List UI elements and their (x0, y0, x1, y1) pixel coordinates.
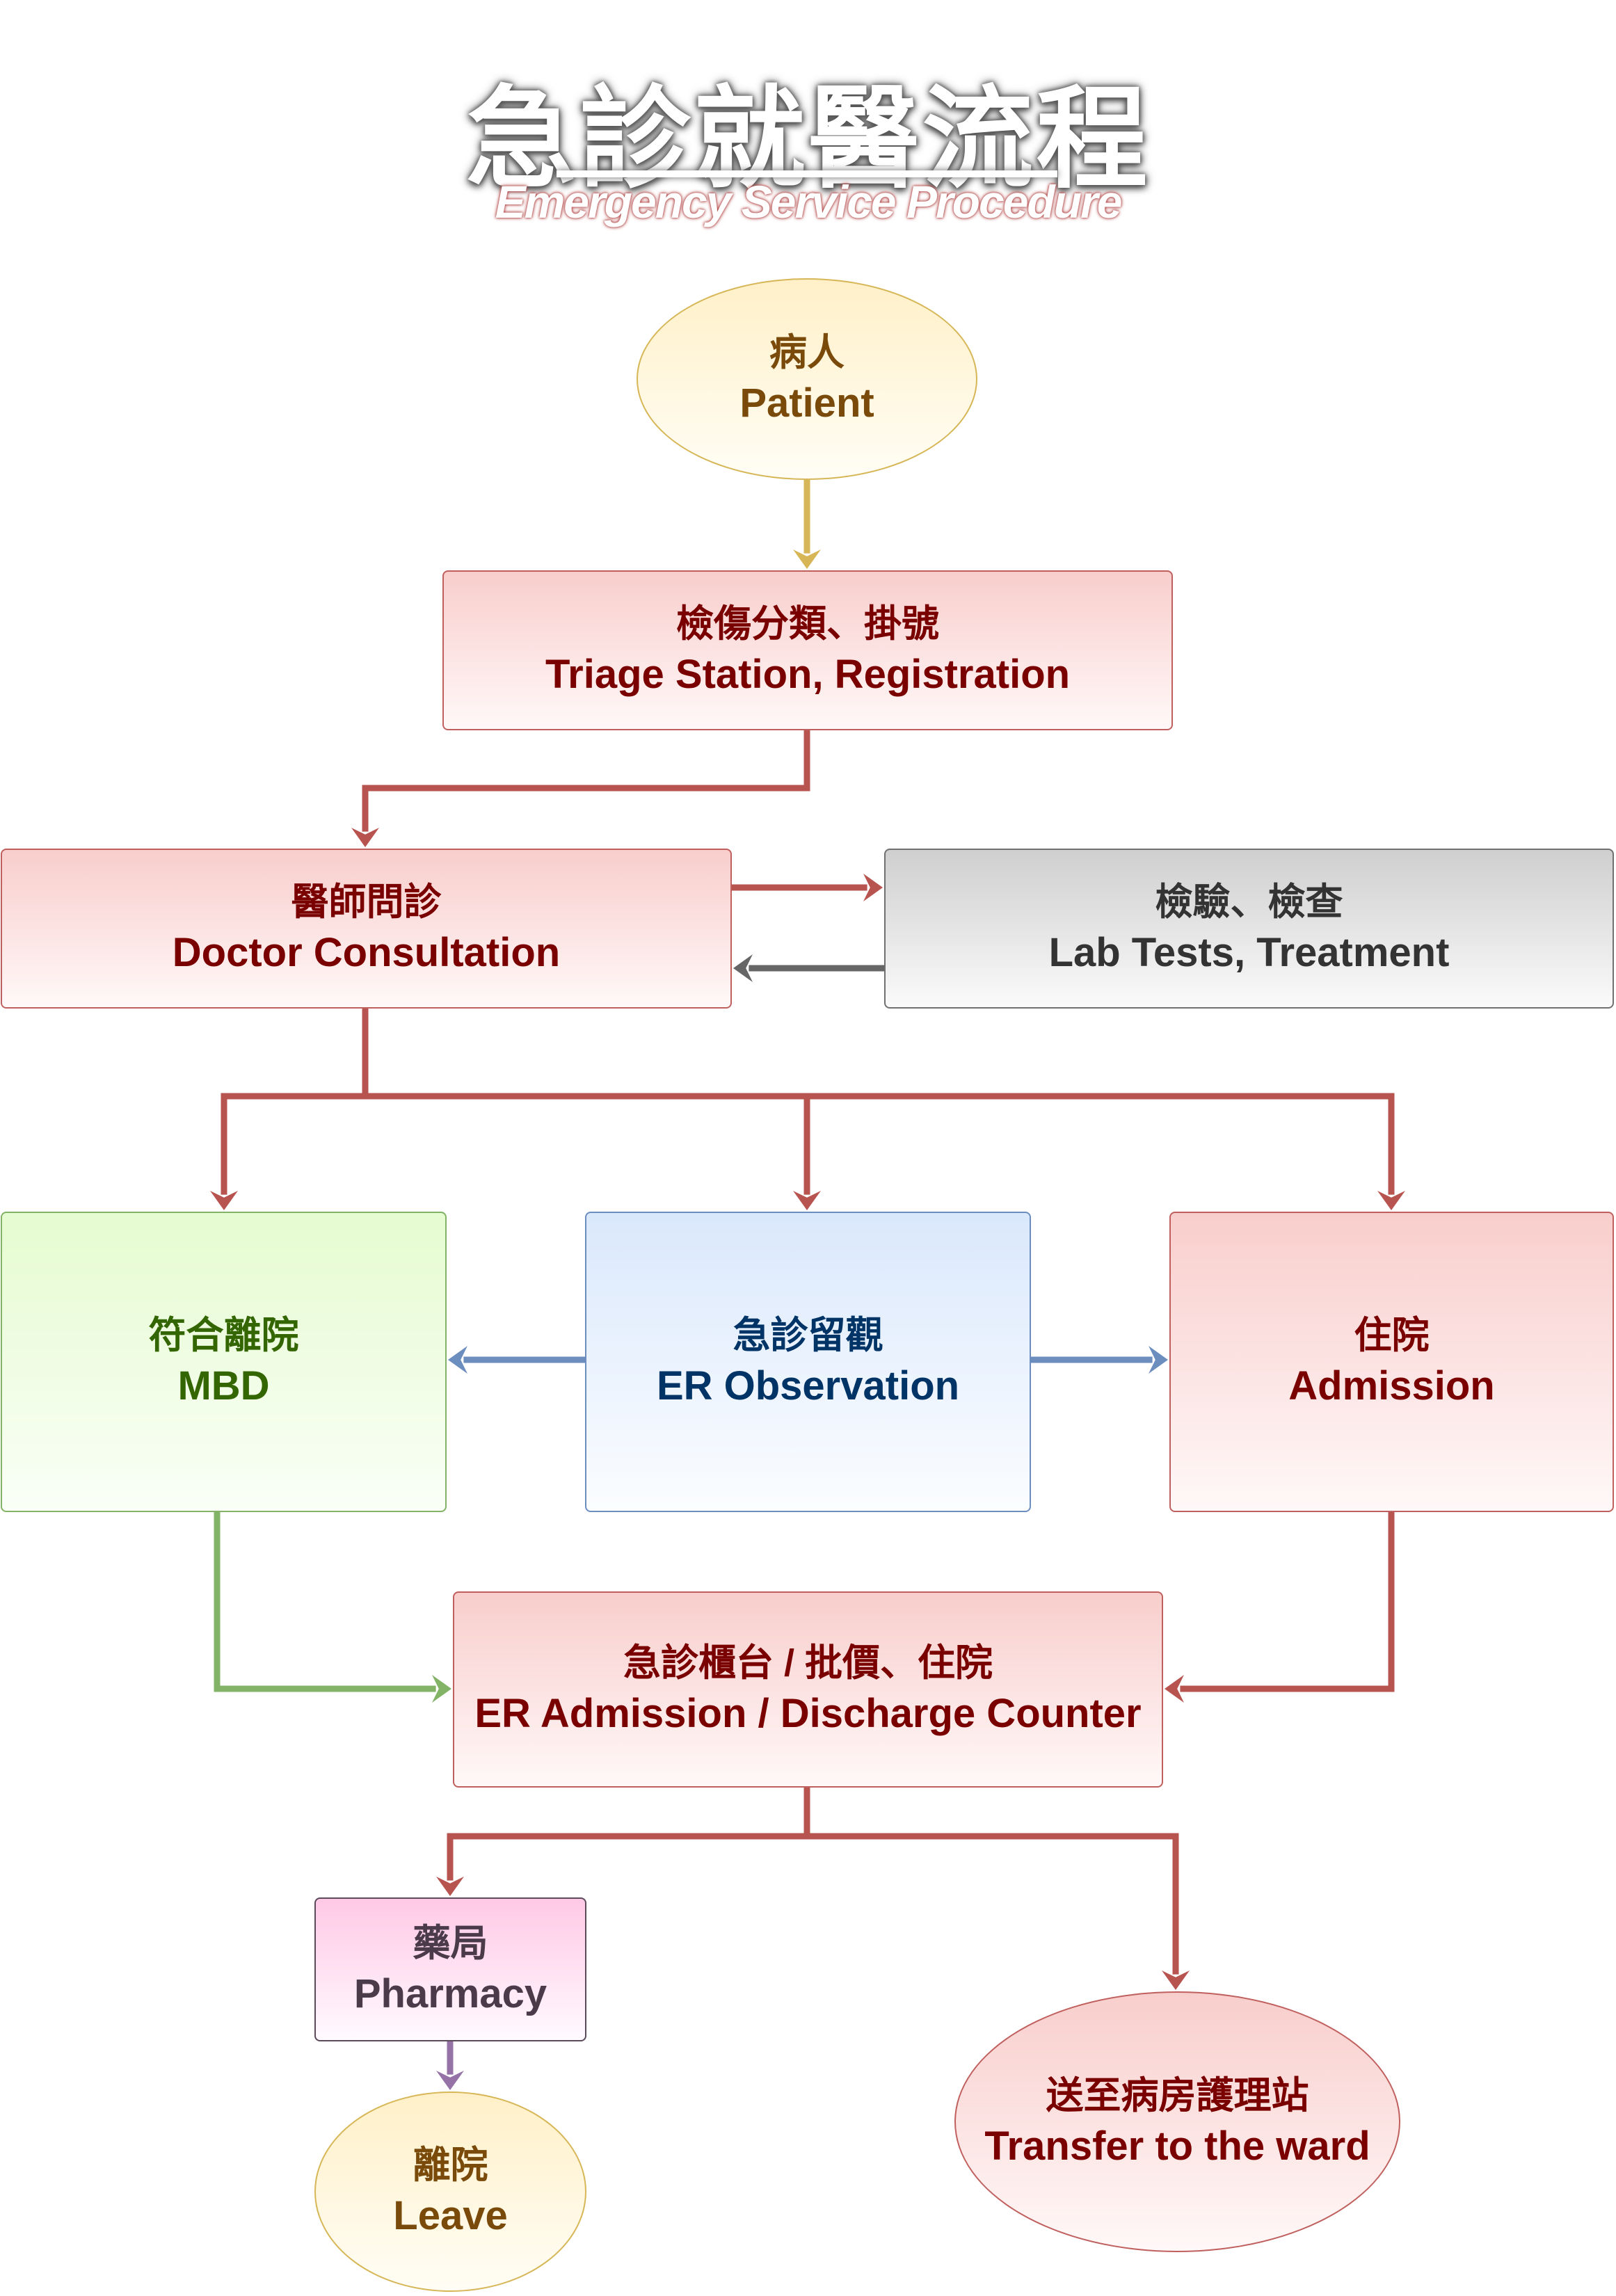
connector-counter-to-ward (807, 1833, 1190, 1990)
connector-counter-to-pharmacy (436, 1788, 810, 1896)
node-mbd-en: MBD (177, 1363, 270, 1409)
arrowhead-icon (1377, 1191, 1405, 1210)
arrowhead-icon (210, 1191, 238, 1210)
node-pharmacy: 藥局 Pharmacy (314, 1897, 586, 2041)
node-counter: 急診櫃台 / 批價、住院 ER Admission / Discharge Co… (453, 1591, 1163, 1788)
node-counter-zh: 急診櫃台 / 批價、住院 (623, 1642, 993, 1685)
node-admission-en: Admission (1288, 1363, 1495, 1409)
node-admission-zh: 住院 (1354, 1315, 1430, 1357)
node-ward: 送至病房護理站 Transfer to the ward (954, 1991, 1400, 2252)
arrowhead-icon (1165, 1675, 1184, 1703)
node-mbd: 符合離院 MBD (1, 1212, 447, 1512)
node-observation: 急診留觀 ER Observation (585, 1212, 1031, 1512)
connector-line (447, 1788, 810, 1881)
node-leave-zh: 離院 (413, 2144, 488, 2187)
node-admission: 住院 Admission (1169, 1212, 1614, 1512)
title-underline (557, 170, 1057, 177)
node-lab: 檢驗、檢查 Lab Tests, Treatment (884, 849, 1614, 1009)
node-ward-en: Transfer to the ward (984, 2123, 1370, 2169)
connector-mbd-to-counter (214, 1512, 451, 1703)
node-triage-en: Triage Station, Registration (545, 652, 1071, 698)
node-mbd-zh: 符合離院 (148, 1315, 299, 1357)
node-doctor-zh: 醫師問診 (291, 881, 442, 924)
node-triage: 檢傷分類、掛號 Triage Station, Registration (442, 570, 1173, 730)
connector-doctor-to-mbd (210, 1009, 369, 1210)
arrowhead-icon (733, 954, 753, 982)
arrowhead-icon (436, 2071, 464, 2090)
connector-observation-to-admission (1031, 1346, 1168, 1374)
connector-pharmacy-to-leave (436, 2041, 464, 2090)
node-observation-en: ER Observation (656, 1363, 960, 1409)
arrowhead-icon (1162, 1970, 1190, 1990)
connector-line (365, 1093, 810, 1195)
connector-line (807, 1093, 1395, 1195)
connector-line (362, 730, 810, 832)
connector-doctor-to-observation (365, 1093, 821, 1210)
connector-triage-to-doctor (351, 730, 810, 847)
node-patient-zh: 病人 (769, 332, 845, 374)
title-chinese: 急診就醫流程 (465, 77, 1151, 201)
node-lab-en: Lab Tests, Treatment (1048, 930, 1450, 976)
connector-doctor-to-admission (807, 1093, 1405, 1210)
connector-patient-to-triage (793, 480, 821, 569)
arrowhead-icon (1149, 1346, 1168, 1374)
node-observation-zh: 急診留觀 (733, 1315, 883, 1357)
arrowhead-icon (863, 874, 883, 901)
node-leave-en: Leave (393, 2193, 508, 2239)
connector-doctor-to-lab (732, 874, 883, 901)
title-english: Emergency Service Procedure (495, 176, 1123, 227)
node-doctor: 醫師問診 Doctor Consultation (1, 849, 732, 1009)
node-patient: 病人 Patient (637, 278, 977, 480)
node-pharmacy-zh: 藥局 (413, 1922, 488, 1964)
arrowhead-icon (793, 1191, 821, 1210)
arrowhead-icon (351, 828, 379, 847)
arrowhead-icon (432, 1675, 451, 1703)
arrowhead-icon (448, 1346, 467, 1374)
node-triage-zh: 檢傷分類、掛號 (676, 603, 939, 645)
connector-lab-to-doctor (733, 954, 884, 982)
connector-line (807, 1833, 1179, 1975)
connector-observation-to-mbd (448, 1346, 585, 1374)
node-ward-zh: 送至病房護理站 (1046, 2074, 1309, 2117)
connector-admission-to-counter (1165, 1512, 1395, 1703)
node-doctor-en: Doctor Consultation (172, 930, 561, 976)
connector-line (221, 1009, 369, 1195)
connector-line (1180, 1512, 1395, 1692)
node-lab-zh: 檢驗、檢查 (1155, 881, 1343, 924)
node-pharmacy-en: Pharmacy (353, 1970, 547, 2016)
node-patient-en: Patient (739, 380, 874, 426)
arrowhead-icon (436, 1877, 464, 1896)
connector-line (214, 1512, 436, 1692)
node-leave: 離院 Leave (314, 2092, 586, 2292)
arrowhead-icon (793, 549, 821, 569)
node-counter-en: ER Admission / Discharge Counter (474, 1691, 1142, 1737)
